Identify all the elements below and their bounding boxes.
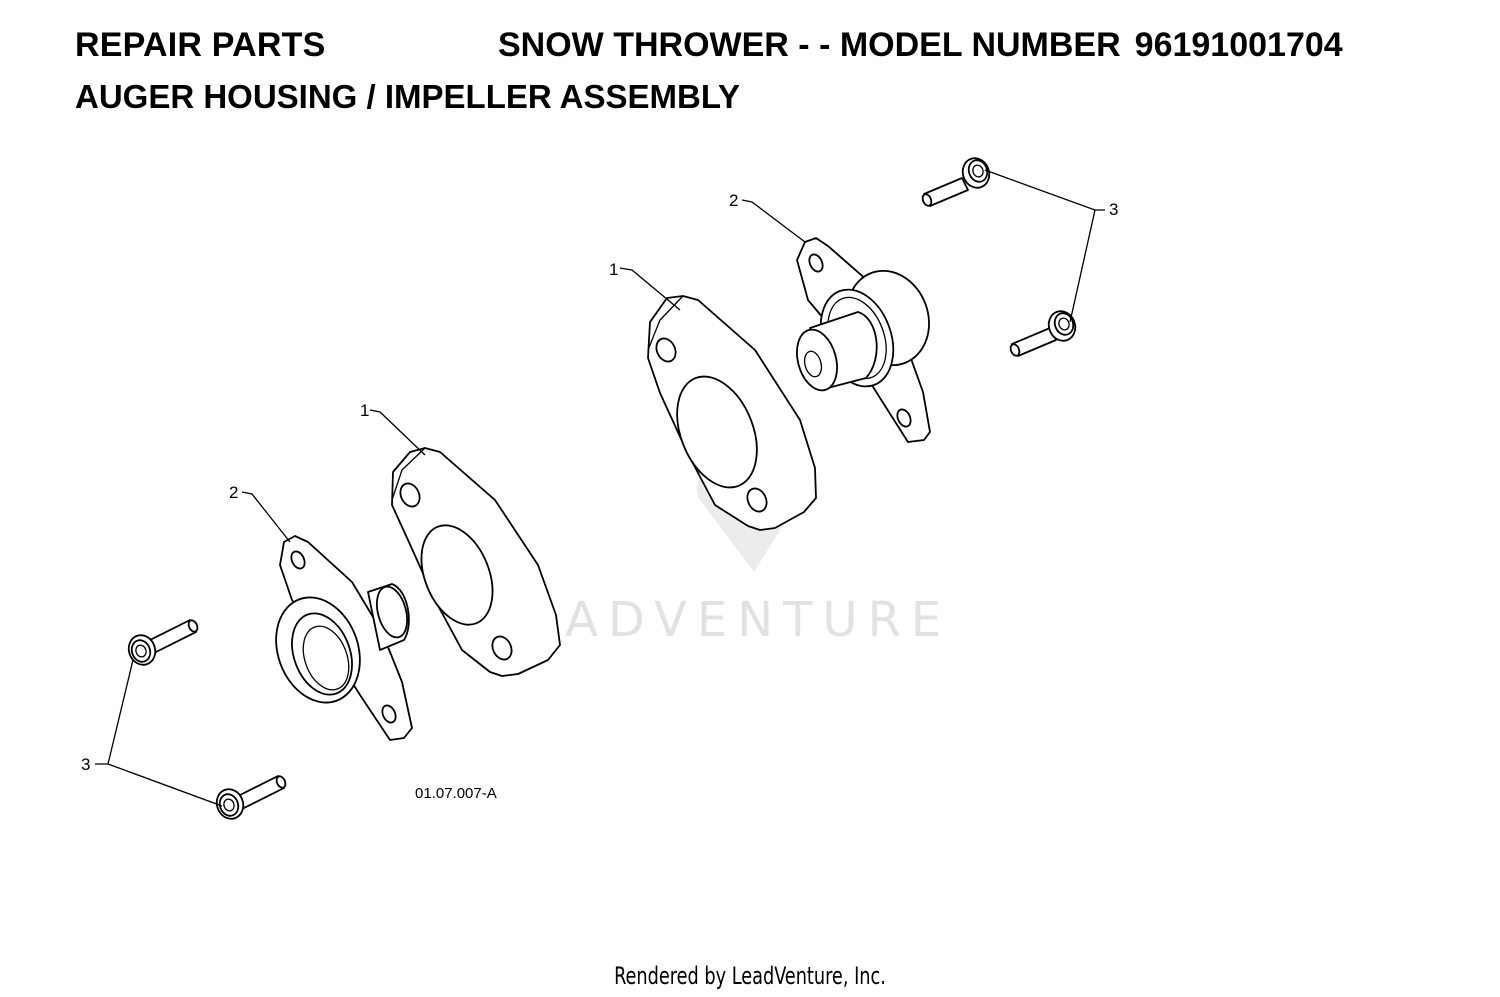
bearing-flange-upper [796, 237, 931, 443]
callout-flange-lower: 2 [229, 483, 238, 502]
spacer-upper [647, 295, 817, 531]
bearing-flange-lower [275, 535, 413, 741]
leader-upper-bolts [984, 169, 1105, 323]
spacer-lower [391, 447, 561, 677]
watermark-text: LEADVENTURE [488, 592, 951, 648]
callout-spacer-upper: 1 [609, 260, 618, 279]
leader-upper-flange [741, 199, 806, 243]
rendered-by-footer: Rendered by LeadVenture, Inc. [614, 962, 886, 990]
product-name: SNOW THROWER - - MODEL NUMBER [498, 26, 1121, 64]
section-title: REPAIR PARTS [75, 26, 326, 64]
bolt-lower-top [127, 619, 199, 666]
product-title: SNOW THROWER - - MODEL NUMBER 96191001704 [498, 26, 1343, 65]
callout-bolts-lower: 3 [81, 755, 90, 774]
leader-lower-bolts [95, 659, 223, 807]
drawing-reference: 01.07.007-A [415, 785, 497, 802]
assembly-title: AUGER HOUSING / IMPELLER ASSEMBLY [75, 78, 740, 115]
callout-spacer-lower: 1 [360, 401, 369, 420]
leader-lower-flange [241, 491, 291, 543]
bolt-upper-bottom [1009, 310, 1077, 357]
callout-bolts-upper: 3 [1109, 200, 1118, 219]
leader-lower-spacer [369, 409, 426, 456]
bolt-upper-top [921, 157, 991, 207]
bolt-lower-bottom [215, 775, 287, 820]
callout-flange-upper: 2 [729, 191, 738, 210]
model-number: 96191001704 [1134, 26, 1343, 64]
leader-upper-spacer [619, 267, 681, 311]
